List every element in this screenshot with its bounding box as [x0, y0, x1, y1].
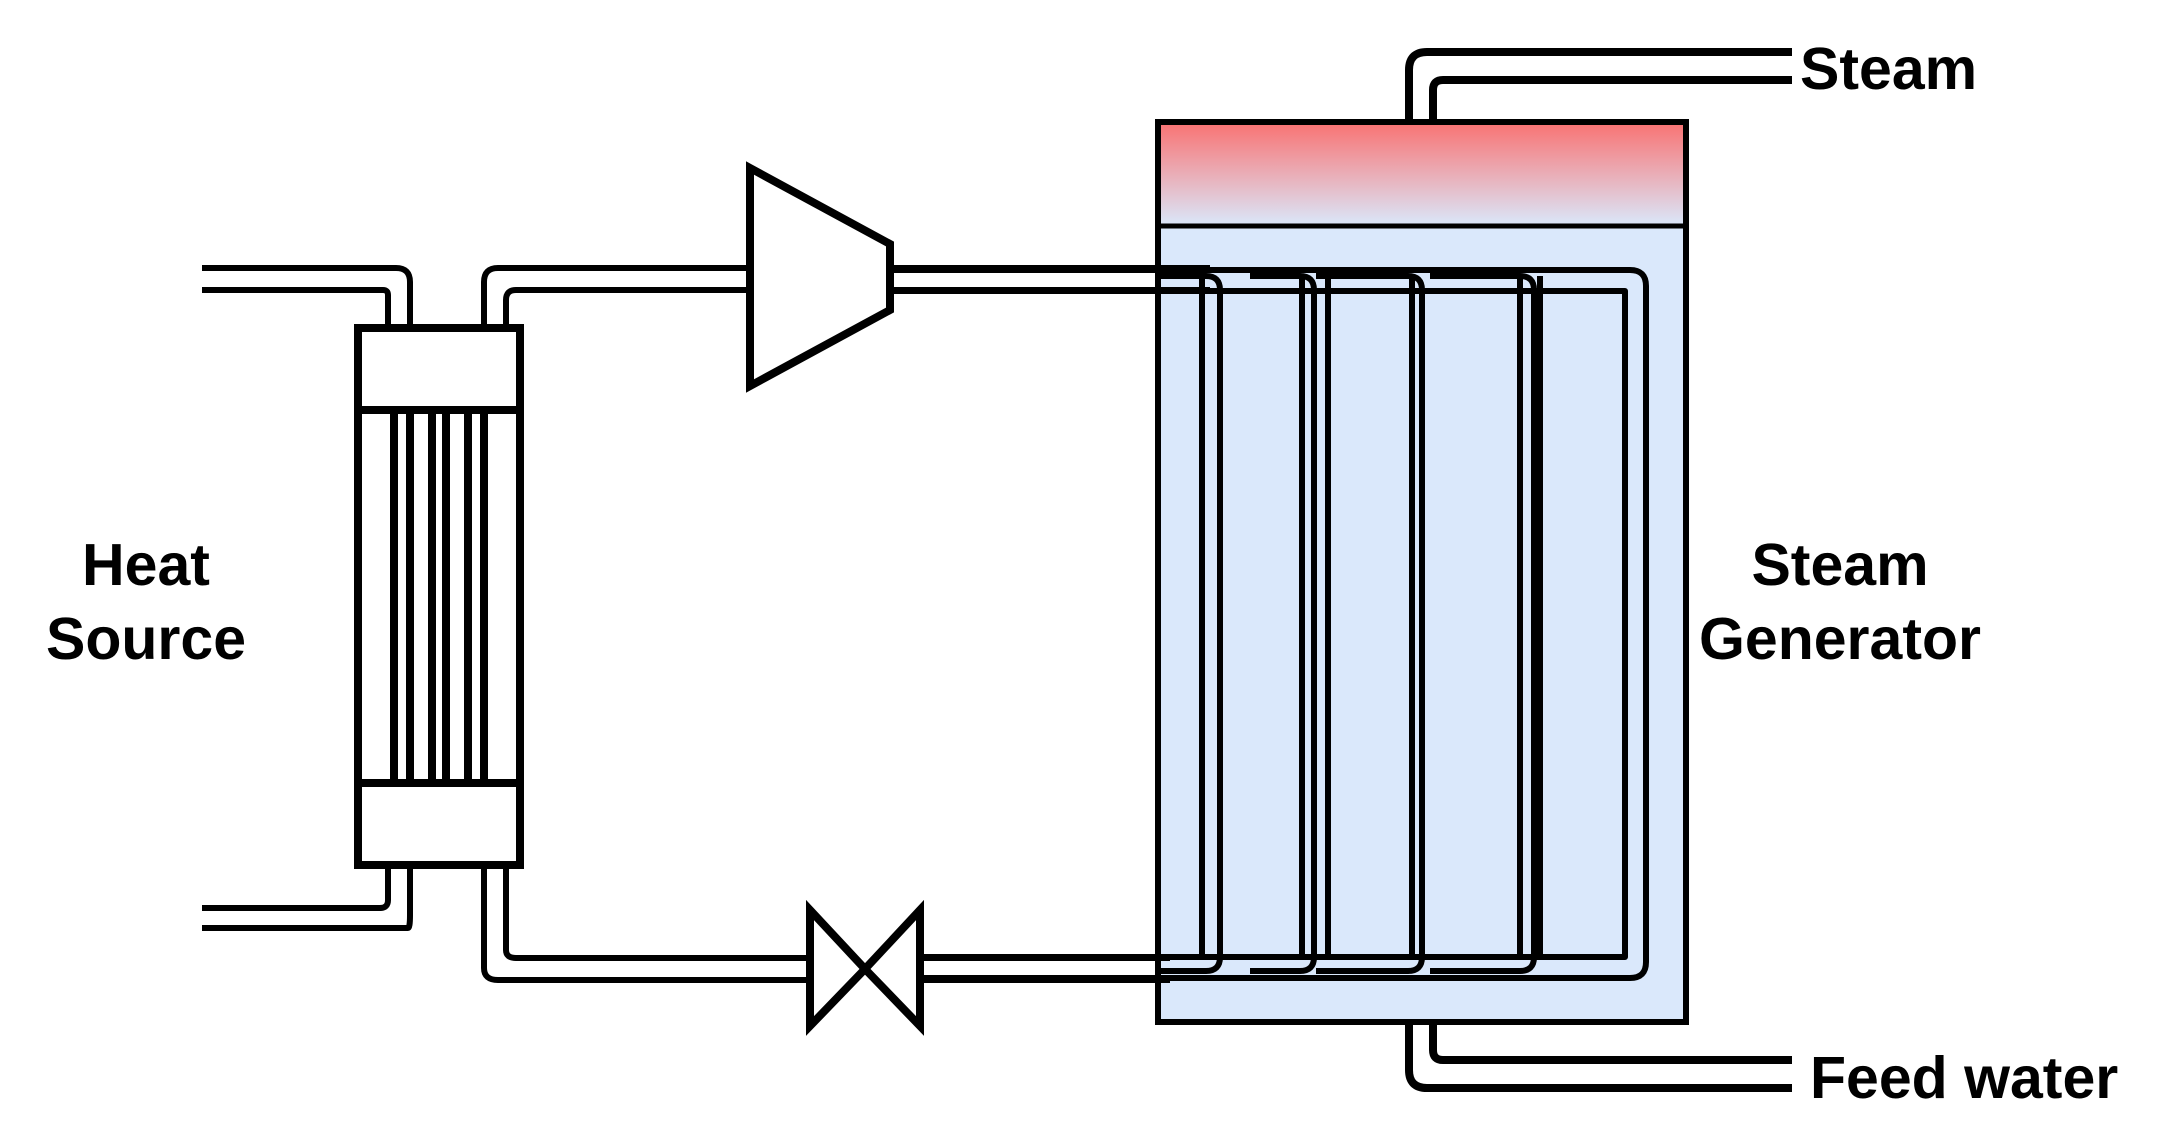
- tube-bundle-outer: [889, 267, 1649, 981]
- steam-generator-label-line1: Steam: [1751, 532, 1928, 598]
- steam-outlet-pipe: [1405, 48, 1792, 122]
- steam-generator-outline: [1155, 119, 1689, 1025]
- heat-exchanger: [354, 324, 524, 869]
- heat-source-label-line1: Heat: [82, 532, 210, 598]
- tube-bundle: [889, 267, 1649, 981]
- steam-outlet-label: Steam: [1800, 36, 1977, 102]
- tube-loop-1: [1158, 273, 1223, 974]
- pipe-hx-return: [481, 865, 810, 983]
- steam-space: [1158, 122, 1686, 226]
- expansion-valve-icon: [806, 899, 924, 1036]
- heat-source-outlet-pipe: [202, 865, 413, 931]
- tube-loop-8: [1430, 273, 1537, 974]
- compressor-icon: [746, 161, 894, 393]
- tube-bundle-inner: [889, 288, 1628, 960]
- heat-source-inlet-pipe: [202, 265, 413, 328]
- pipe-hx-to-compressor: [481, 265, 750, 328]
- feed-water-pipe: [1405, 1022, 1792, 1092]
- feed-water-label: Feed water: [1810, 1045, 2118, 1111]
- heat-exchanger-shell: [354, 324, 524, 869]
- working-fluid-loop: [481, 265, 1210, 983]
- tube-loop-3: [1250, 273, 1317, 974]
- steam-generator-label-line2: Generator: [1699, 606, 1981, 672]
- heat-source-pipes: [202, 265, 413, 931]
- heat-source-label-line2: Source: [46, 606, 246, 672]
